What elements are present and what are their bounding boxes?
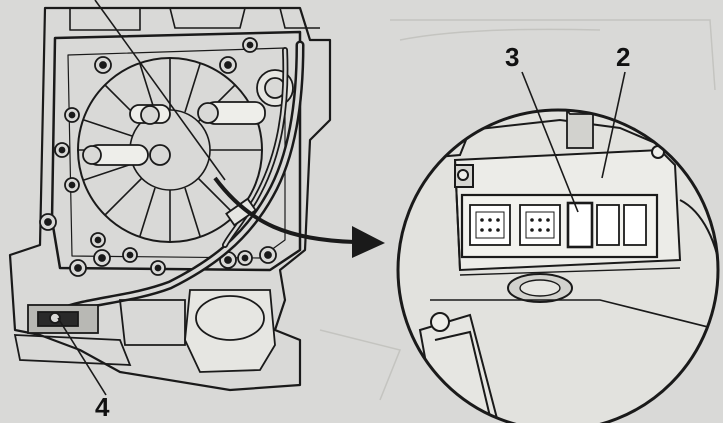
leader-line-top xyxy=(94,0,226,181)
background-sketch xyxy=(319,19,716,401)
lower-housing xyxy=(118,289,276,373)
leader-line-2 xyxy=(601,71,626,179)
solenoid-plugs xyxy=(469,201,647,249)
leader-line-3 xyxy=(521,71,579,213)
callout-label-4: 4 xyxy=(95,392,110,422)
harness-connector-4 xyxy=(13,304,132,366)
inset-content xyxy=(398,110,718,423)
leader-line-4 xyxy=(57,317,107,396)
wiring-harness xyxy=(55,40,305,317)
callout-label-3: 3 xyxy=(505,42,520,72)
pointer-arrow xyxy=(213,176,385,258)
callout-label-2: 2 xyxy=(616,42,631,72)
inset-border xyxy=(396,108,720,423)
